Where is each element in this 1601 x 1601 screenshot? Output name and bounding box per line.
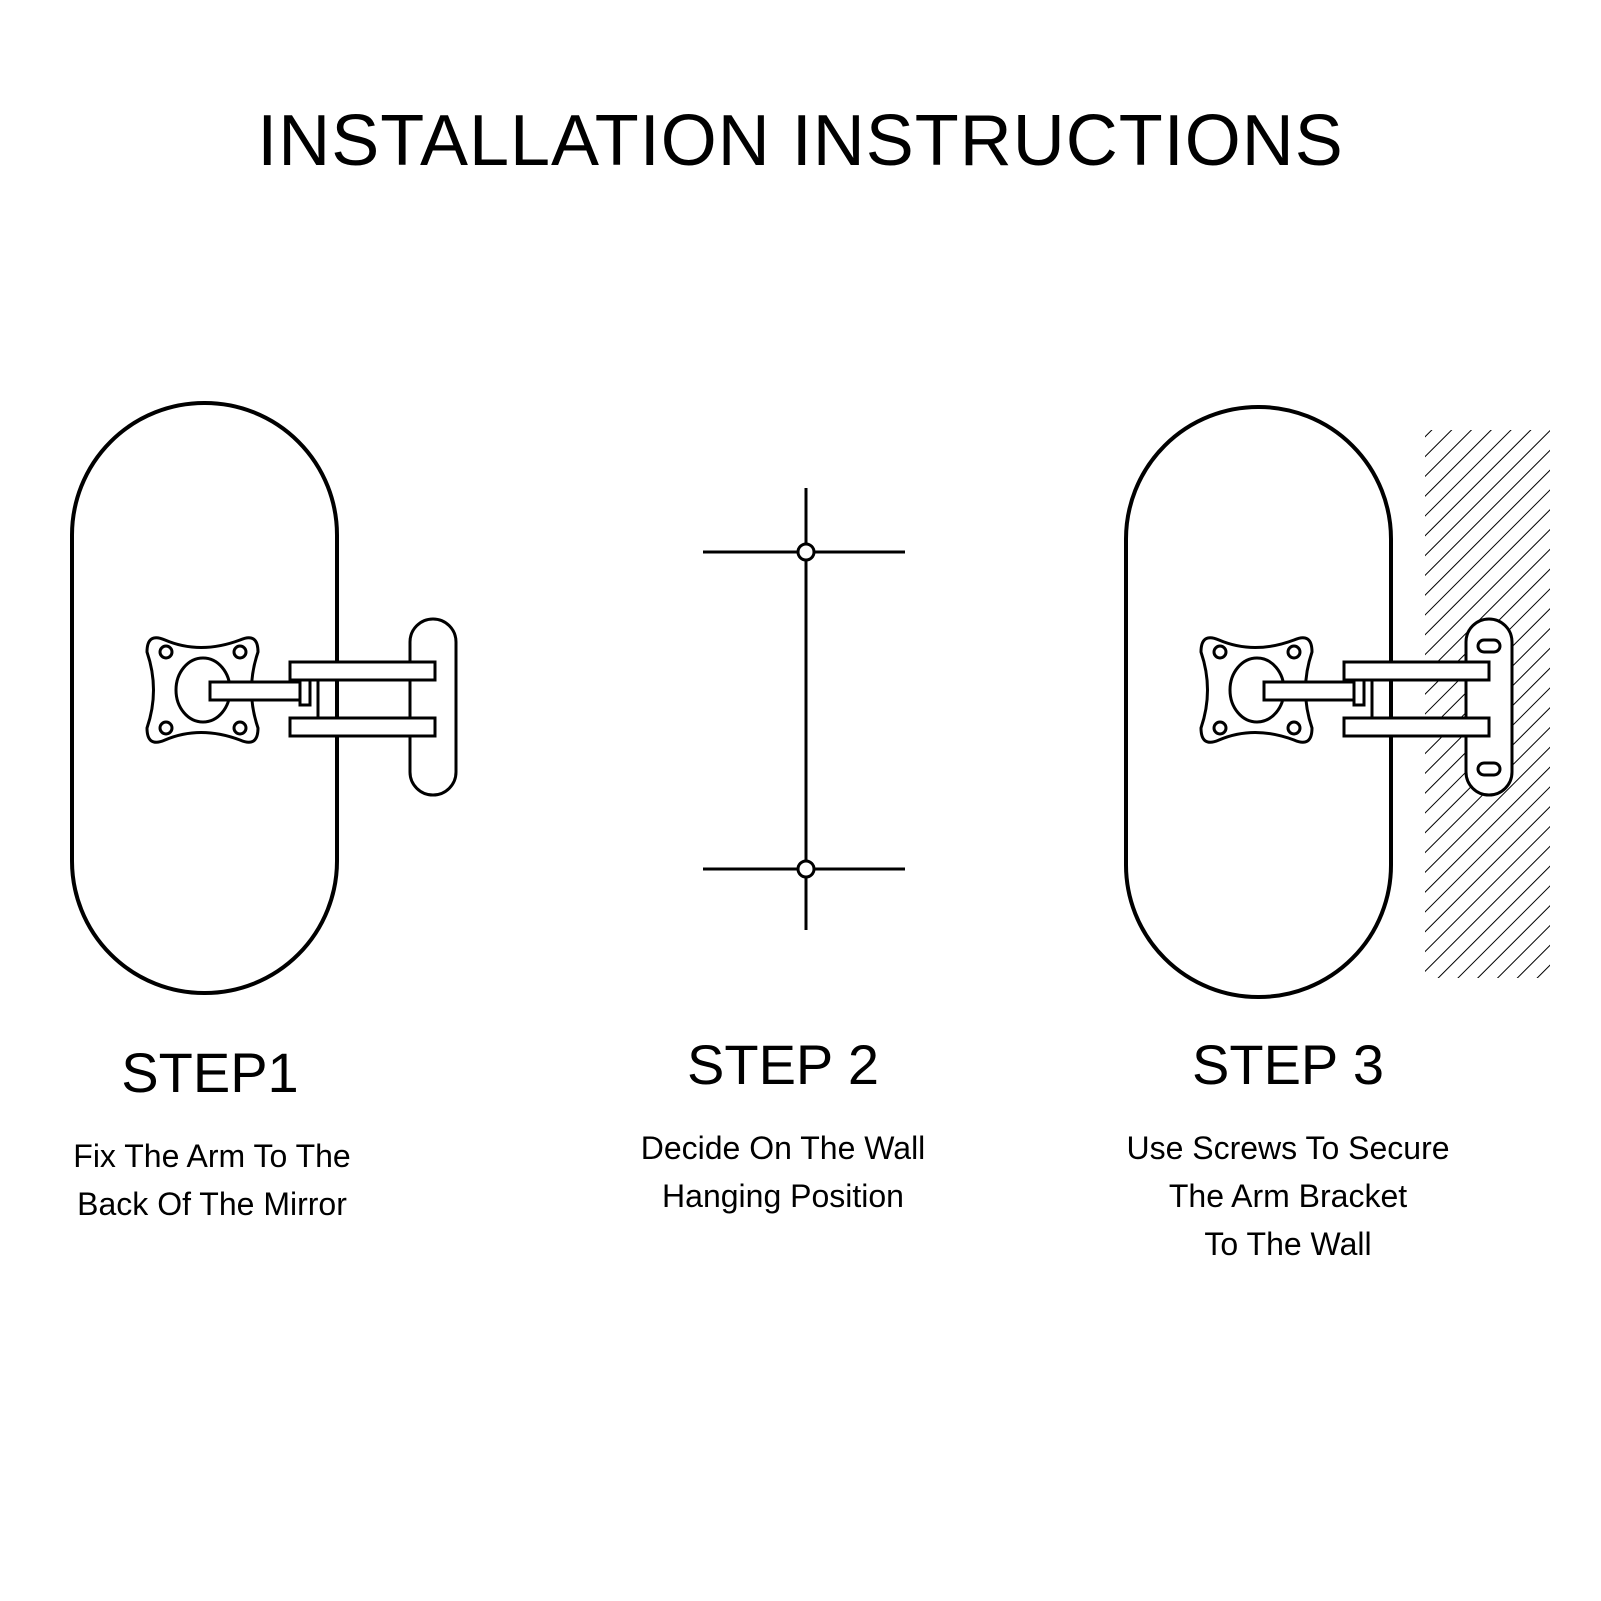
- mounting-bracket-icon: [1199, 617, 1514, 797]
- step-3-description: Use Screws To Secure The Arm Bracket To …: [1058, 1124, 1518, 1268]
- step-1-line-2: Back Of The Mirror: [77, 1186, 347, 1222]
- step-2-line-2: Hanging Position: [662, 1178, 904, 1214]
- step-3-line-3: To The Wall: [1204, 1226, 1372, 1262]
- mounting-bracket-icon: [145, 617, 458, 797]
- step-3-label: STEP 3: [1192, 1033, 1384, 1096]
- step-2-line-1: Decide On The Wall: [640, 1130, 926, 1166]
- step-3-line-1: Use Screws To Secure: [1126, 1130, 1450, 1166]
- step-2-description: Decide On The Wall Hanging Position: [553, 1124, 1013, 1220]
- step-1-description: Fix The Arm To The Back Of The Mirror: [0, 1132, 442, 1228]
- wall-position-icon: [703, 488, 905, 930]
- step-1-label: STEP1: [121, 1041, 299, 1104]
- step-1-line-1: Fix The Arm To The: [73, 1138, 351, 1174]
- mirror-icon: [70, 401, 339, 995]
- page-title: INSTALLATION INSTRUCTIONS: [257, 101, 1344, 181]
- mirror-icon: [1124, 405, 1393, 999]
- step-3-line-2: The Arm Bracket: [1168, 1178, 1408, 1214]
- step-2-label: STEP 2: [687, 1033, 879, 1096]
